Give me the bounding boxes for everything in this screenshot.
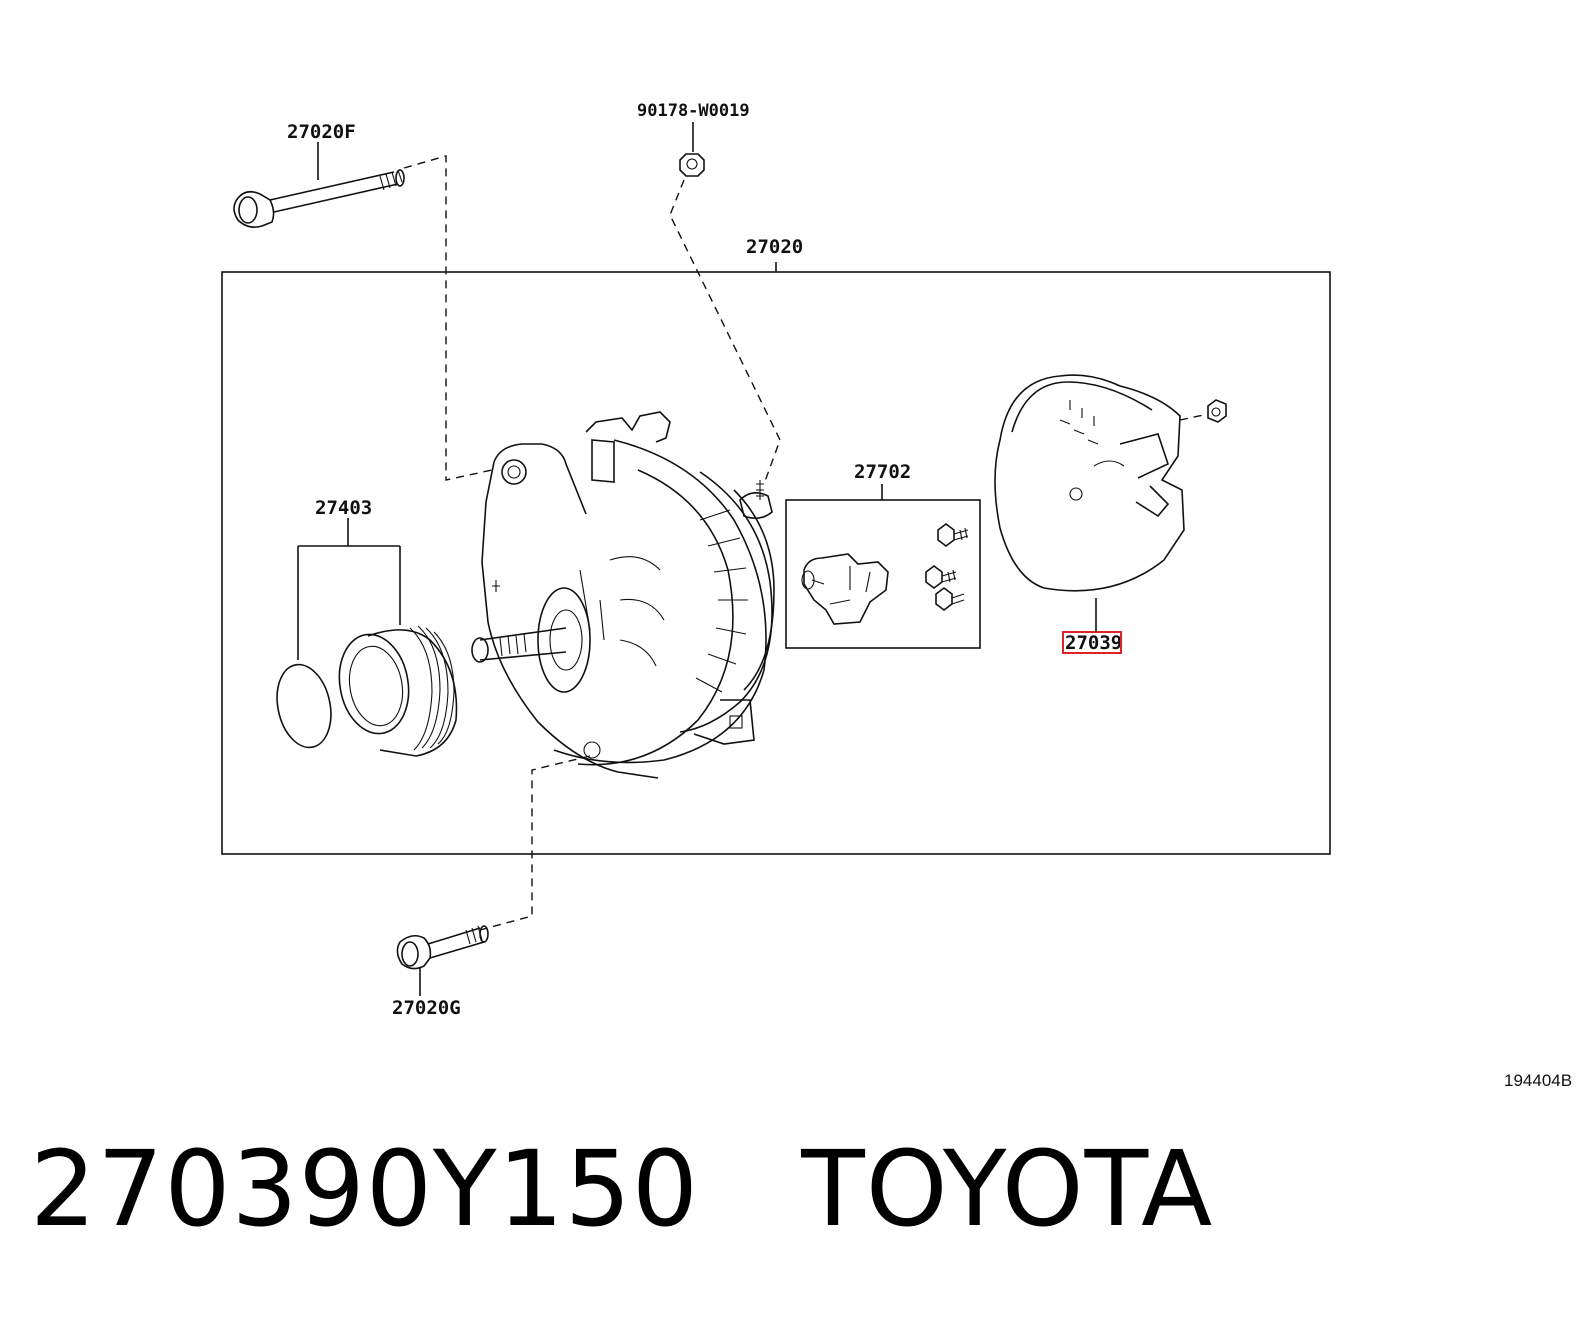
label-90178-W0019[interactable]: 90178-W0019	[637, 101, 750, 121]
pulley-cap-icon[interactable]	[270, 660, 338, 753]
rear-nut-icon[interactable]	[1207, 399, 1227, 423]
screw-icon[interactable]	[925, 565, 957, 589]
label-27020G[interactable]: 27020G	[392, 997, 461, 1019]
nut-top-icon[interactable]	[679, 122, 705, 177]
label-27020[interactable]: 27020	[746, 236, 803, 258]
pulley-icon[interactable]	[332, 625, 458, 757]
rear-cover-icon[interactable]	[994, 374, 1185, 632]
reference-code: 194404B	[1504, 1071, 1572, 1090]
part-number: 270390Y150	[30, 1128, 700, 1250]
bolt-lower-icon[interactable]	[396, 925, 489, 996]
label-27702[interactable]: 27702	[854, 461, 911, 483]
screw-icon[interactable]	[937, 523, 969, 547]
label-27039[interactable]: 27039	[1065, 632, 1122, 654]
brush-holder-icon[interactable]	[801, 553, 889, 625]
label-27020F[interactable]: 27020F	[287, 121, 356, 143]
brand-name: TOYOTA	[801, 1128, 1214, 1250]
brush-holder-frame	[785, 499, 981, 649]
label-27403[interactable]: 27403	[315, 497, 372, 519]
bolt-upper-icon[interactable]	[233, 142, 405, 228]
alternator-body-icon[interactable]	[471, 411, 775, 779]
highlight-box-27039	[1062, 631, 1122, 654]
part-title: 270390Y150 TOYOTA	[30, 1128, 1213, 1250]
assembly-frame	[221, 271, 1331, 855]
screw-icon[interactable]	[935, 587, 965, 611]
